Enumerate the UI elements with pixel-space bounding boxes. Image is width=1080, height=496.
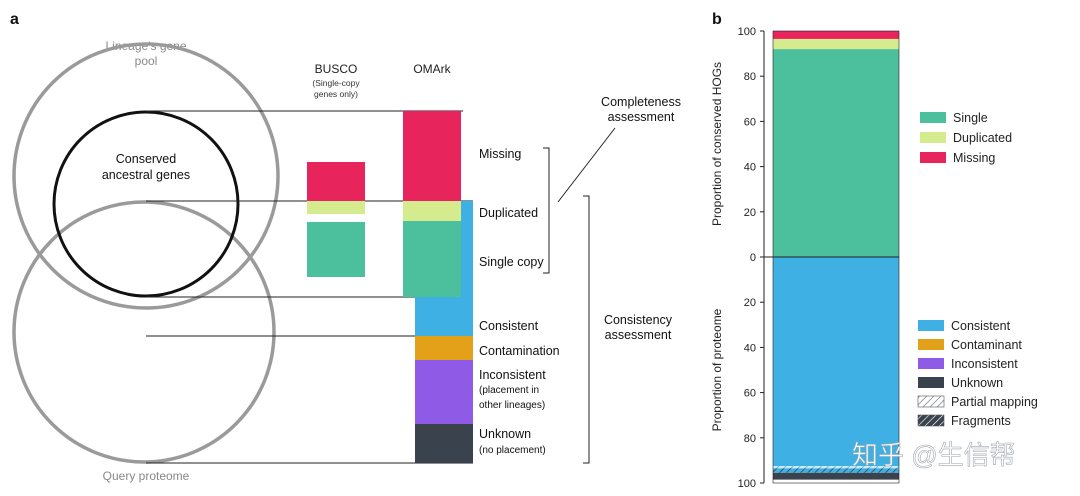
stacked-bar-chart: 10080604020020406080100SingleDuplicatedM… bbox=[738, 26, 1038, 490]
busco-title: BUSCO bbox=[315, 62, 358, 76]
conserved-label-line1: Conserved bbox=[116, 152, 176, 166]
y-tick-label-bottom-40: 40 bbox=[744, 342, 756, 354]
y-tick-label-bottom-80: 80 bbox=[744, 433, 756, 445]
label-missing: Missing bbox=[479, 147, 521, 161]
conserved-label-line2: ancestral genes bbox=[102, 168, 190, 182]
bar-segment-missing bbox=[773, 31, 899, 39]
consistency-bracket bbox=[583, 195, 590, 464]
y-axis-label-top: Proportion of conserved HOGs bbox=[710, 62, 724, 226]
busco-single-block bbox=[307, 222, 365, 277]
completeness-label-line1: Completeness bbox=[601, 95, 681, 109]
completeness-pointer bbox=[557, 127, 616, 203]
busco-subtitle-line2: genes only) bbox=[314, 89, 358, 99]
label-inconsistent-line3: other lineages) bbox=[479, 400, 545, 411]
legend-bottom-swatch-fragments bbox=[917, 414, 945, 427]
omark-contamination-block bbox=[415, 336, 473, 360]
legend-top-label-duplicated: Duplicated bbox=[953, 131, 1012, 145]
label-inconsistent-line2: (placement in bbox=[479, 385, 539, 396]
lineage-pool-circle bbox=[12, 42, 280, 310]
label-inconsistent-line1: Inconsistent bbox=[479, 368, 546, 382]
watermark: 知乎 @生信帮 bbox=[852, 440, 1016, 470]
bar-segment-fragments bbox=[773, 468, 899, 473]
consistency-label-line1: Consistency bbox=[604, 313, 673, 327]
legend-top-label-missing: Missing bbox=[953, 151, 995, 165]
legend-bottom-swatch-inconsistent bbox=[918, 358, 944, 369]
completeness-label-line2: assessment bbox=[608, 110, 675, 124]
bar-segment-partial-mapping bbox=[773, 466, 899, 469]
bar-segment-single bbox=[773, 49, 899, 257]
y-axis-label-bottom: Proportion of proteome bbox=[710, 308, 724, 431]
label-unknown-line1: Unknown bbox=[479, 427, 531, 441]
y-tick-label-bottom-100: 100 bbox=[738, 478, 756, 490]
bar-segment-duplicated bbox=[773, 38, 899, 50]
omark-title: OMArk bbox=[413, 62, 451, 76]
legend-bottom-label-fragments: Fragments bbox=[951, 414, 1011, 428]
legend-bottom-label-consistent: Consistent bbox=[951, 319, 1011, 333]
y-tick-label-top-20: 20 bbox=[744, 207, 756, 219]
panel-a-letter: a bbox=[10, 11, 19, 28]
legend-bottom-swatch-consistent bbox=[918, 320, 944, 331]
legend-bottom-label-unknown: Unknown bbox=[951, 376, 1003, 390]
omark-consistent-block bbox=[415, 297, 473, 336]
query-proteome-circle bbox=[12, 200, 276, 464]
y-tick-label-top-0: 0 bbox=[750, 252, 756, 264]
legend-top-swatch-duplicated bbox=[920, 132, 946, 143]
busco-duplicated-block bbox=[307, 201, 365, 214]
y-tick-label-top-60: 60 bbox=[744, 116, 756, 128]
bar-segment-consistent bbox=[773, 257, 899, 467]
y-tick-label-top-80: 80 bbox=[744, 71, 756, 83]
omark-inconsistent-block bbox=[415, 360, 473, 424]
legend-bottom-label-contaminant: Contaminant bbox=[951, 338, 1022, 352]
consistency-label-line2: assessment bbox=[605, 328, 672, 342]
pool-label-line2: pool bbox=[135, 54, 158, 68]
legend-bottom-swatch-partial-mapping bbox=[917, 395, 945, 408]
y-tick-label-top-100: 100 bbox=[738, 26, 756, 38]
completeness-bracket bbox=[543, 147, 550, 274]
legend-top-label-single: Single bbox=[953, 111, 988, 125]
label-single-copy: Single copy bbox=[479, 255, 544, 269]
busco-missing-block bbox=[307, 162, 365, 201]
legend-bottom-label-partial-mapping: Partial mapping bbox=[951, 395, 1038, 409]
legend-bottom-swatch-unknown bbox=[918, 377, 944, 388]
conserved-genes-circle bbox=[52, 110, 240, 298]
omark-missing-block bbox=[403, 111, 461, 201]
pool-label-line1: Lineage's gene bbox=[105, 39, 186, 53]
y-tick-label-bottom-20: 20 bbox=[744, 297, 756, 309]
legend-bottom-swatch-contaminant bbox=[918, 339, 944, 350]
legend-top-swatch-single bbox=[920, 112, 946, 123]
omark-consistent-side bbox=[461, 201, 473, 297]
bar-segment-unknown bbox=[773, 472, 899, 480]
label-unknown-line2: (no placement) bbox=[479, 445, 546, 456]
omark-single-block bbox=[403, 221, 461, 297]
legend-bottom-label-inconsistent: Inconsistent bbox=[951, 357, 1018, 371]
y-tick-label-bottom-60: 60 bbox=[744, 388, 756, 400]
label-contamination: Contamination bbox=[479, 344, 560, 358]
panel-b-letter: b bbox=[712, 11, 722, 28]
y-tick-label-top-40: 40 bbox=[744, 162, 756, 174]
busco-subtitle-line1: (Single-copy bbox=[312, 78, 360, 88]
omark-unknown-block bbox=[415, 424, 473, 463]
label-duplicated: Duplicated bbox=[479, 206, 538, 220]
legend-top-swatch-missing bbox=[920, 152, 946, 163]
query-proteome-label: Query proteome bbox=[103, 469, 190, 483]
label-consistent: Consistent bbox=[479, 319, 539, 333]
omark-duplicated-block bbox=[403, 201, 461, 221]
